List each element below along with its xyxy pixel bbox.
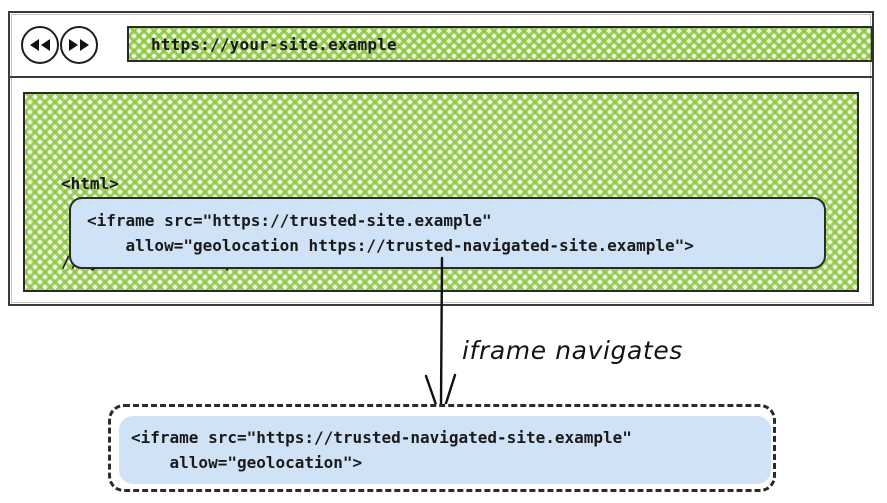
iframe-src-line: <iframe src="https://trusted-site.exampl… — [87, 211, 492, 230]
browser-window: https://your-site.example <html> // your… — [8, 11, 874, 306]
url-text: https://your-site.example — [151, 34, 397, 54]
page-content-panel: <html> // your-site.example code <iframe… — [23, 92, 859, 292]
navigated-iframe-snippet: <iframe src="https://trusted-navigated-s… — [119, 416, 771, 484]
url-bar[interactable]: https://your-site.example — [127, 26, 873, 62]
iframe-allow-line: allow="geolocation https://trusted-navig… — [87, 236, 694, 255]
navigated-iframe-result-box: <iframe src="https://trusted-navigated-s… — [108, 404, 776, 492]
forward-button[interactable] — [60, 25, 98, 64]
back-button[interactable] — [21, 25, 59, 64]
navigated-iframe-allow-line: allow="geolocation"> — [131, 453, 363, 472]
rewind-icon — [29, 38, 51, 52]
browser-toolbar: https://your-site.example — [10, 13, 873, 78]
code-line-html: <html> — [61, 174, 119, 193]
annotation-label: iframe navigates — [462, 336, 683, 365]
navigated-iframe-src-line: <iframe src="https://trusted-navigated-s… — [131, 428, 632, 447]
navigation-buttons — [21, 25, 98, 64]
iframe-declaration-snippet: <iframe src="https://trusted-site.exampl… — [69, 197, 826, 269]
fast-forward-icon — [68, 38, 90, 52]
